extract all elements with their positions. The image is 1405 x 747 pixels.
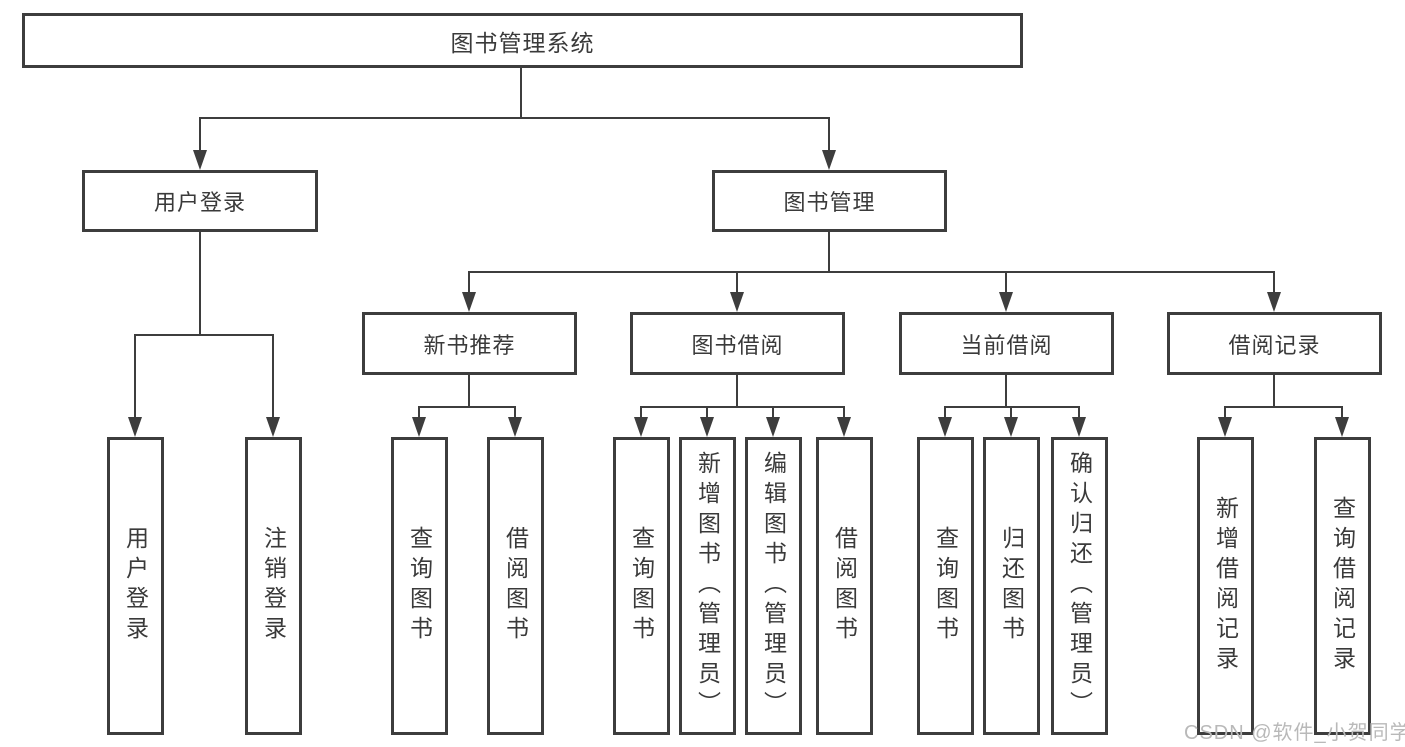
arrowhead-down-icon <box>766 417 780 437</box>
arrowhead-down-icon <box>1072 417 1086 437</box>
connector-line-horizontal <box>1224 406 1343 408</box>
leaf-user-login: 用户登录 <box>106 437 164 735</box>
leaf-return-books: 归还图书 <box>982 437 1040 735</box>
connector-line-vertical <box>640 406 642 417</box>
connector-line-vertical <box>1273 273 1275 292</box>
connector-line-horizontal <box>640 406 845 408</box>
leaf-add-borrow-record: 新增借阅记录 <box>1196 437 1254 735</box>
connector-line-vertical <box>944 406 946 417</box>
arrowhead-down-icon <box>730 292 744 312</box>
arrowhead-down-icon <box>634 417 648 437</box>
node-current-borrowing: 当前借阅 <box>899 312 1114 375</box>
leaf-logout: 注销登录 <box>244 437 302 735</box>
leaf-query-borrow-record-label: 查询借阅记录 <box>1329 496 1356 676</box>
node-borrowing-records-label: 借阅记录 <box>1228 332 1321 358</box>
node-current-borrowing-label: 当前借阅 <box>960 332 1053 358</box>
connector-line-vertical <box>199 232 201 335</box>
arrowhead-down-icon <box>508 417 522 437</box>
leaf-query-books-current: 查询图书 <box>916 437 974 735</box>
arrowhead-down-icon <box>128 417 142 437</box>
connector-line-vertical <box>706 406 708 417</box>
connector-line-vertical <box>134 406 136 417</box>
leaf-borrow-books-recommend-label: 借阅图书 <box>502 526 529 646</box>
leaf-borrow-books-recommend: 借阅图书 <box>486 437 544 735</box>
connector-line-vertical <box>134 336 136 417</box>
node-book-management-label: 图书管理 <box>783 190 876 215</box>
connector-line-vertical <box>736 375 738 407</box>
arrowhead-down-icon <box>837 417 851 437</box>
leaf-query-books-current-label: 查询图书 <box>932 526 959 646</box>
arrowhead-down-icon <box>1335 417 1349 437</box>
leaf-confirm-return-admin: 确认归还（管理员） <box>1050 437 1108 735</box>
connector-line-vertical <box>828 232 830 272</box>
leaf-query-books-recommend: 查询图书 <box>390 437 448 735</box>
leaf-user-login-label: 用户登录 <box>122 526 149 646</box>
leaf-edit-books-admin: 编辑图书（管理员） <box>744 437 802 735</box>
connector-line-vertical <box>468 375 470 407</box>
connector-line-vertical <box>828 119 830 150</box>
arrowhead-down-icon <box>1218 417 1232 437</box>
node-book-management: 图书管理 <box>712 170 947 232</box>
arrowhead-down-icon <box>266 417 280 437</box>
arrowhead-down-icon <box>700 417 714 437</box>
leaf-query-borrow-record: 查询借阅记录 <box>1313 437 1371 735</box>
arrowhead-down-icon <box>938 417 952 437</box>
leaf-add-borrow-record-label: 新增借阅记录 <box>1212 496 1239 676</box>
connector-line-vertical <box>514 406 516 417</box>
node-library-system-label: 图书管理系统 <box>450 29 595 56</box>
leaf-query-books-recommend-label: 查询图书 <box>406 526 433 646</box>
connector-line-vertical <box>1005 375 1007 407</box>
connector-line-vertical <box>272 336 274 417</box>
leaf-confirm-return-admin-label: 确认归还（管理员） <box>1066 451 1093 721</box>
leaf-add-books-admin: 新增图书（管理员） <box>678 437 736 735</box>
connector-line-vertical <box>1010 406 1012 417</box>
leaf-borrow-books-borrowing-label: 借阅图书 <box>831 526 858 646</box>
connector-line-vertical <box>1341 406 1343 417</box>
connector-line-vertical <box>1005 273 1007 292</box>
connector-line-horizontal <box>134 334 274 336</box>
node-new-book-recommendation-label: 新书推荐 <box>423 332 516 358</box>
arrowhead-down-icon <box>1267 292 1281 312</box>
arrowhead-down-icon <box>822 150 836 170</box>
node-user-login-label: 用户登录 <box>153 190 246 215</box>
node-book-borrowing: 图书借阅 <box>630 312 845 375</box>
connector-line-vertical <box>199 119 201 150</box>
connector-line-vertical <box>1078 406 1080 417</box>
connector-line-vertical <box>772 406 774 417</box>
leaf-logout-label: 注销登录 <box>260 526 287 646</box>
connector-line-vertical <box>418 406 420 417</box>
connector-line-vertical <box>736 273 738 292</box>
connector-line-horizontal <box>418 406 516 408</box>
connector-line-vertical <box>520 68 522 118</box>
connector-line-horizontal <box>468 271 1275 273</box>
node-borrowing-records: 借阅记录 <box>1167 312 1382 375</box>
node-user-login: 用户登录 <box>82 170 318 232</box>
leaf-query-books-borrowing: 查询图书 <box>612 437 670 735</box>
node-new-book-recommendation: 新书推荐 <box>362 312 577 375</box>
connector-line-vertical <box>1224 406 1226 417</box>
csdn-watermark: CSDN @软件_小贺同学 <box>1184 722 1405 744</box>
leaf-borrow-books-borrowing: 借阅图书 <box>815 437 873 735</box>
arrowhead-down-icon <box>999 292 1013 312</box>
leaf-return-books-label: 归还图书 <box>998 526 1025 646</box>
arrowhead-down-icon <box>412 417 426 437</box>
node-library-system: 图书管理系统 <box>22 13 1023 68</box>
connector-line-vertical <box>843 406 845 417</box>
leaf-add-books-admin-label: 新增图书（管理员） <box>694 451 721 721</box>
connector-line-horizontal <box>944 406 1080 408</box>
arrowhead-down-icon <box>193 150 207 170</box>
leaf-query-books-borrowing-label: 查询图书 <box>628 526 655 646</box>
arrowhead-down-icon <box>462 292 476 312</box>
connector-line-vertical <box>1273 375 1275 407</box>
connector-line-vertical <box>272 406 274 417</box>
leaf-edit-books-admin-label: 编辑图书（管理员） <box>760 451 787 721</box>
node-book-borrowing-label: 图书借阅 <box>691 332 784 358</box>
connector-line-horizontal <box>199 117 830 119</box>
connector-line-vertical <box>468 273 470 292</box>
arrowhead-down-icon <box>1004 417 1018 437</box>
